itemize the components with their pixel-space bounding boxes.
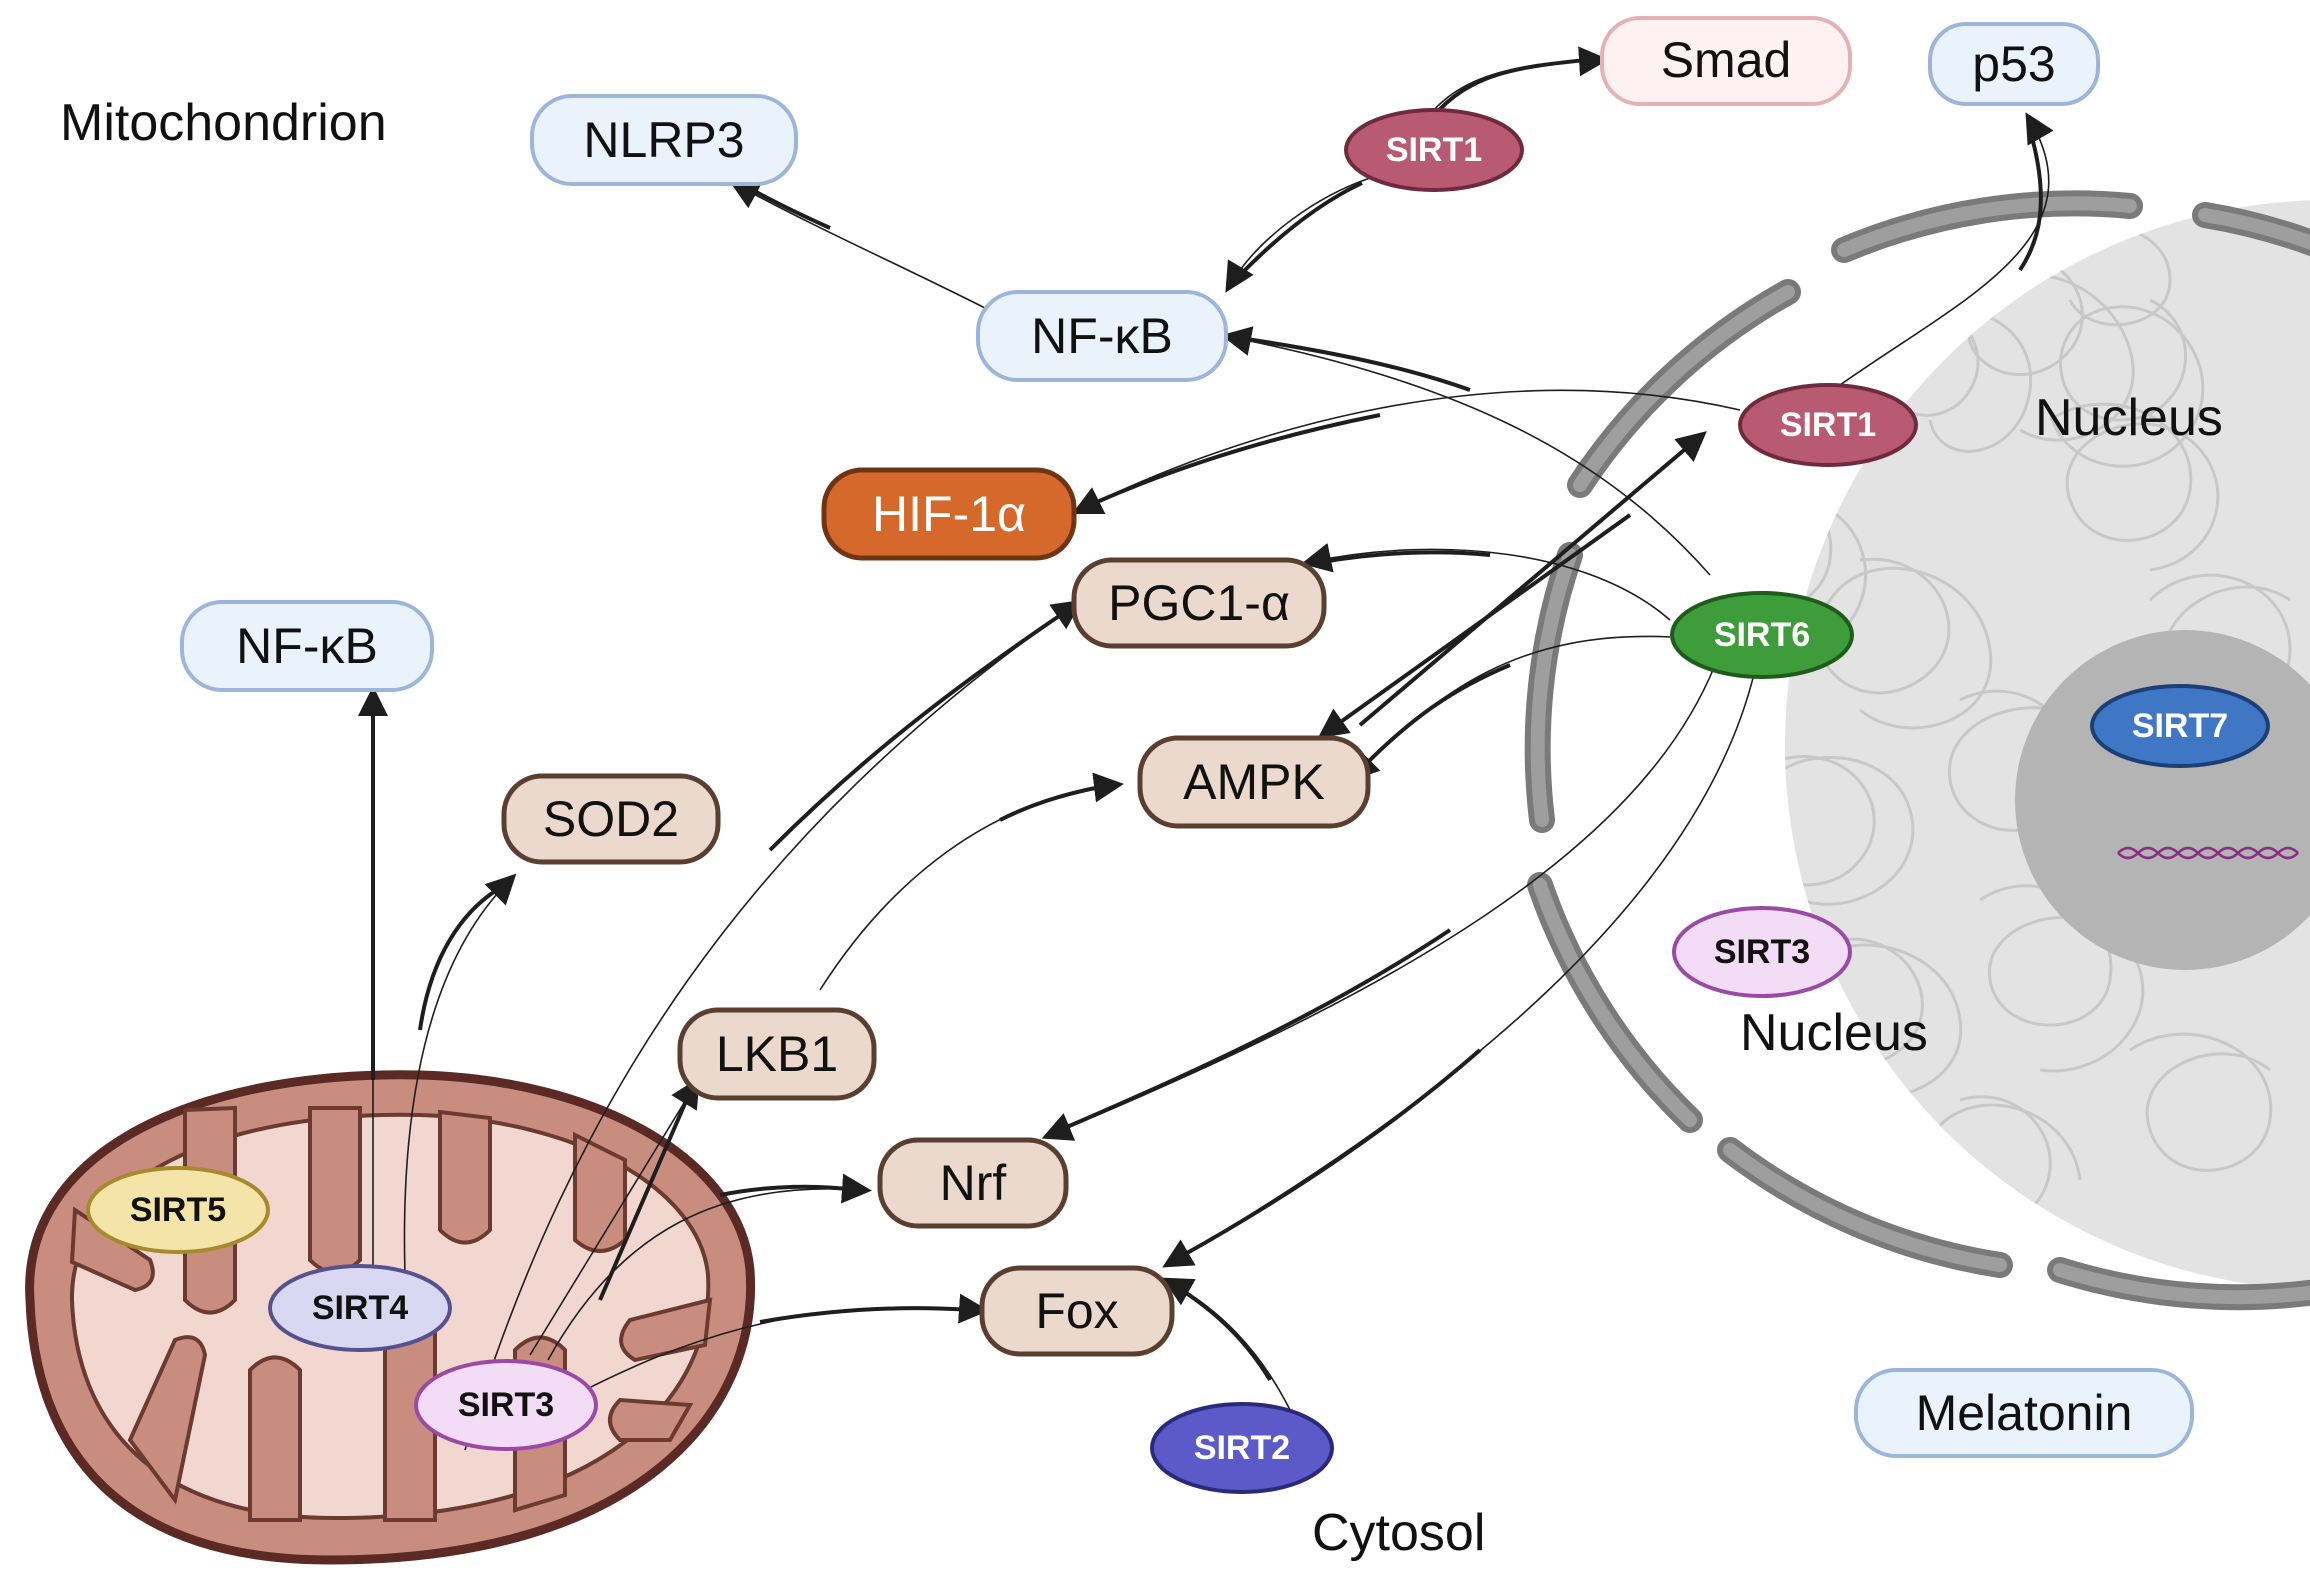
svg-text:NLRP3: NLRP3 [583,112,744,168]
edge-sirt6-ampk [1348,635,1671,782]
edge-sirt6-pgc1a [1301,543,1671,621]
svg-text:SIRT3: SIRT3 [1714,933,1810,971]
node-nlrp3: NLRP3 [530,94,798,186]
edge-sirt3-nrf [547,1173,872,1361]
node-pgc1a: PGC1-α [1071,557,1327,649]
sirt7: SIRT7 [2090,684,2270,768]
svg-text:SIRT3: SIRT3 [458,1386,554,1424]
svg-text:SIRT6: SIRT6 [1714,616,1810,654]
svg-text:NF-κB: NF-κB [1031,308,1173,364]
label-cytosol: Cytosol [1312,1504,1485,1562]
region-labels: Mitochondrion Nucleus Nucleus Cytosol [60,94,2223,1562]
edge-sirt4-sod2 [403,873,517,1276]
sirt4: SIRT4 [268,1264,452,1352]
sirtuins: SIRT1 SIRT1 SIRT6 SIRT7 SIRT3 SIRT5 SIRT… [86,108,2270,1494]
node-nfkb-top: NF-κB [976,290,1228,382]
svg-text:SIRT7: SIRT7 [2132,707,2228,745]
svg-text:NF-κB: NF-κB [236,618,378,674]
node-lkb1: LKB1 [677,1007,877,1101]
edge-sirt3-pgc1a [464,599,1083,1451]
svg-text:SIRT4: SIRT4 [312,1289,408,1327]
nuclear-envelope-inner [1530,196,2310,1305]
edge-sirt6-nfkb [1221,326,1711,576]
node-hif1a: HIF-1α [821,467,1077,561]
sirt3-mitochondrion: SIRT3 [414,1359,598,1451]
svg-text:SIRT2: SIRT2 [1194,1429,1290,1467]
svg-text:SIRT5: SIRT5 [130,1191,226,1229]
node-melatonin: Melatonin [1854,1368,2194,1458]
node-boxes: Smad p53 NLRP3 NF-κB HIF-1α PGC1-α NF-κB [180,16,2194,1458]
sirt1-cytosol: SIRT1 [1344,108,1524,192]
edge-sirt3-lkb1 [529,1077,700,1356]
svg-text:SIRT1: SIRT1 [1780,406,1876,444]
svg-text:AMPK: AMPK [1183,754,1325,810]
svg-text:p53: p53 [1972,36,2055,92]
node-nfkb-left: NF-κB [180,600,434,692]
edge-sirt1nuc-p53 [1839,112,2054,386]
node-fox: Fox [979,1265,1175,1357]
label-nucleus-lower: Nucleus [1740,1004,1928,1062]
node-sod2: SOD2 [501,773,721,865]
svg-text:Nrf: Nrf [940,1155,1007,1211]
label-nucleus-top: Nucleus [2035,389,2223,447]
svg-text:HIF-1α: HIF-1α [872,486,1026,542]
node-ampk: AMPK [1137,735,1371,829]
sirt2: SIRT2 [1150,1402,1334,1494]
node-nrf: Nrf [877,1137,1069,1229]
node-smad: Smad [1600,16,1852,106]
edge-lkb1-ampk [819,772,1124,991]
edge-sirt6-nrf [1041,664,1716,1141]
edge-emphasis [371,58,2043,1382]
svg-text:LKB1: LKB1 [716,1026,838,1082]
dna-strand-icon [2117,846,2299,860]
svg-text:Melatonin: Melatonin [1916,1385,2133,1441]
sirt3-nucleus: SIRT3 [1672,906,1852,998]
node-p53: p53 [1928,22,2100,106]
edge-nfkb-nlrp3 [729,180,986,309]
label-mitochondrion: Mitochondrion [60,94,387,152]
edge-sirt2-fox [1162,1277,1291,1411]
svg-text:Smad: Smad [1661,32,1792,88]
svg-text:SIRT1: SIRT1 [1386,131,1482,169]
svg-text:PGC1-α: PGC1-α [1108,575,1290,631]
edge-sirt1top-nfkb [1225,177,1371,293]
sirt1-nucleus: SIRT1 [1738,383,1918,467]
sirt6: SIRT6 [1670,591,1854,679]
svg-text:Fox: Fox [1035,1283,1118,1339]
sirt5: SIRT5 [86,1166,270,1254]
svg-text:SOD2: SOD2 [543,791,679,847]
